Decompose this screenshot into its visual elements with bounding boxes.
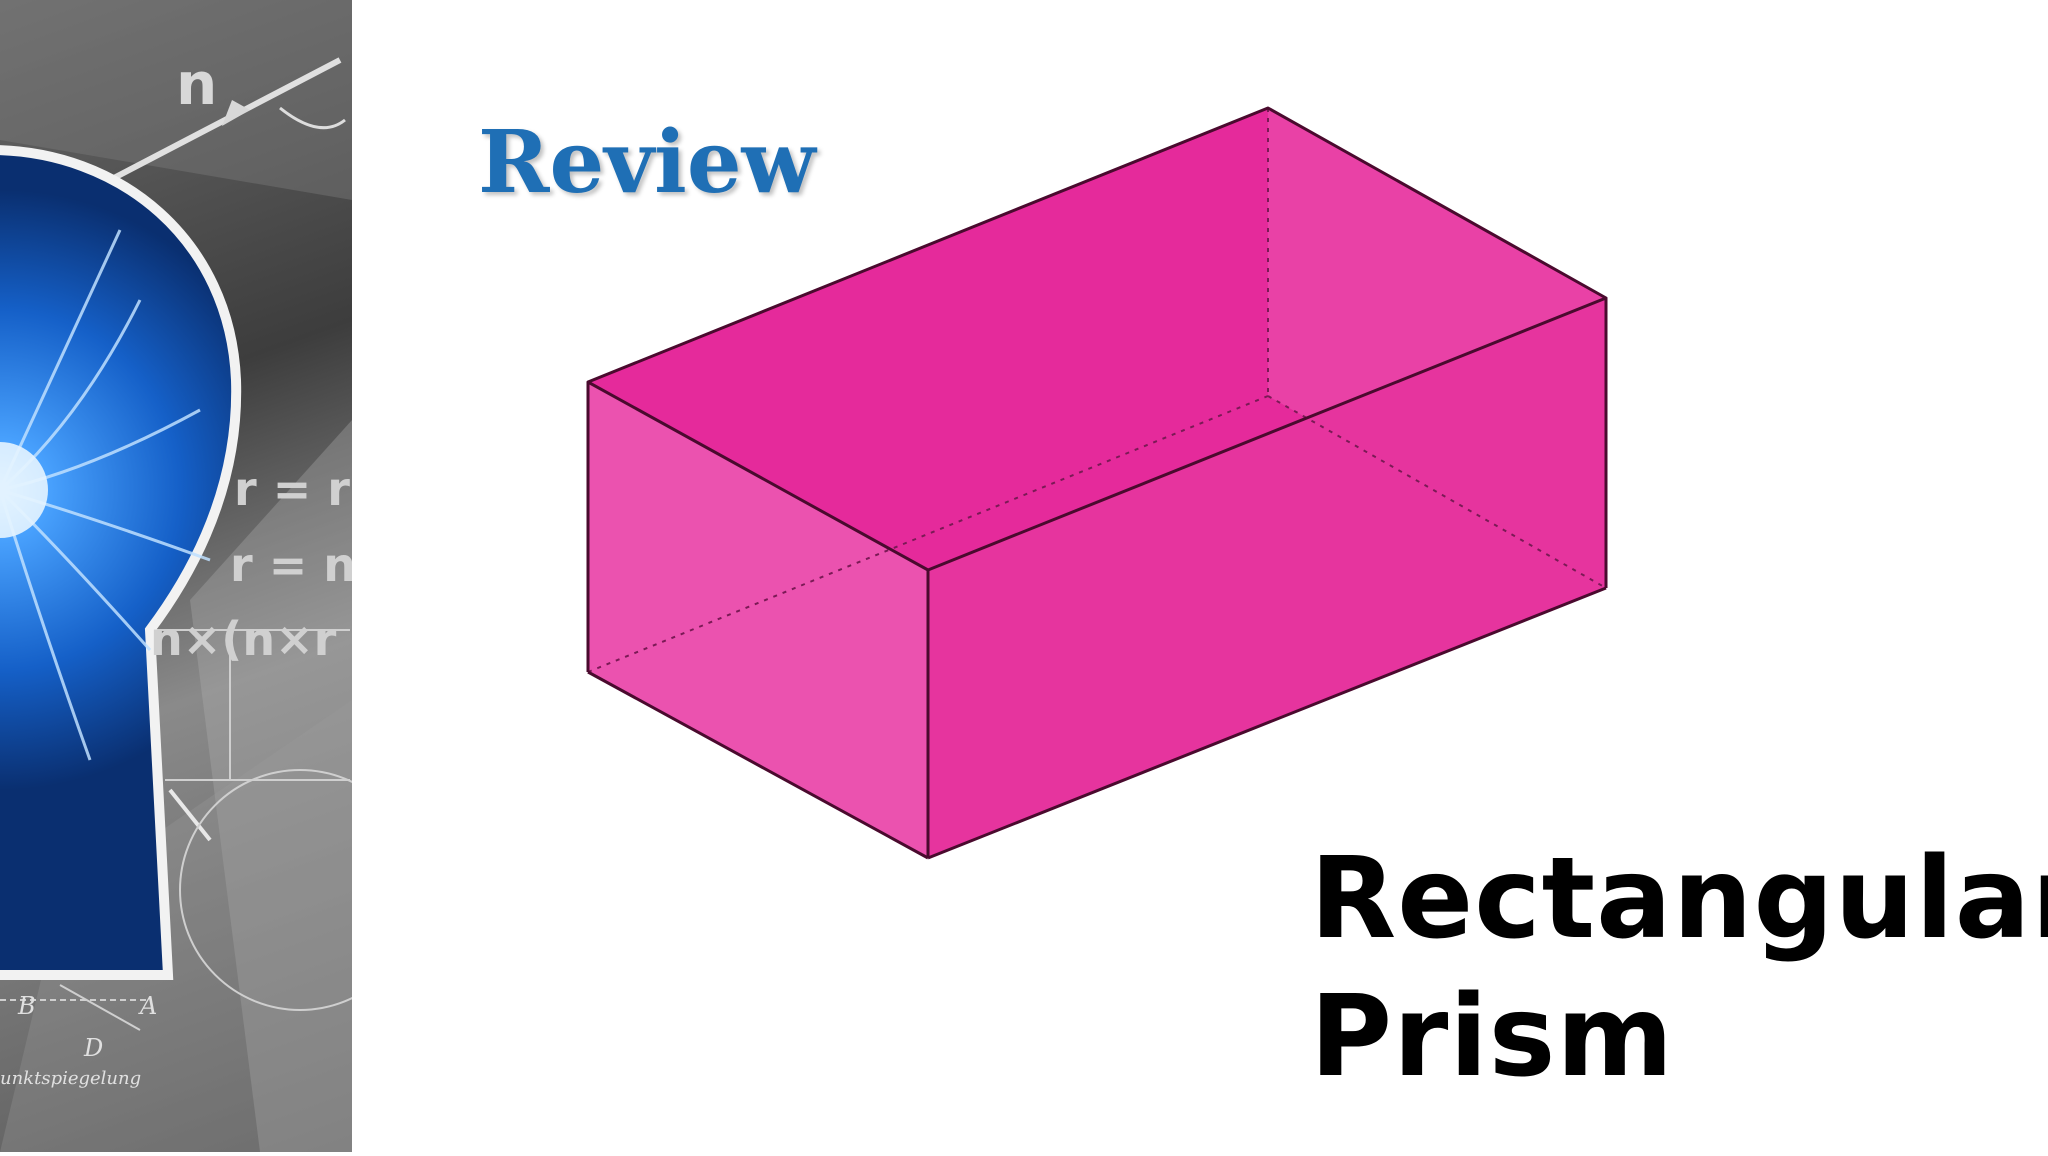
side-equation-2: r = n [230,538,352,592]
slide-title: Review [478,112,816,213]
decorative-side-image: n r = r r = n n×(n×r B A D unktspiegelun… [0,0,352,1152]
side-point-a: A [140,992,158,1020]
side-equation-3: n×(n×r [150,612,337,666]
side-equation-1: r = r [234,462,350,516]
side-image-graphic [0,0,352,1152]
prism-hidden-edges [587,108,1607,673]
prism-visible-edges [586,106,1608,860]
caption-line-1: Rectangular [1310,834,2048,964]
side-point-d: D [84,1034,104,1062]
prism-caption: Rectangular Prism [1310,830,2048,1106]
side-footer-text: unktspiegelung [0,1068,142,1089]
prism-front-face [928,298,1606,858]
side-point-b: B [18,992,36,1020]
side-label-n: n [176,50,218,118]
prism-left-face [588,382,928,858]
caption-line-2: Prism [1310,972,1675,1102]
